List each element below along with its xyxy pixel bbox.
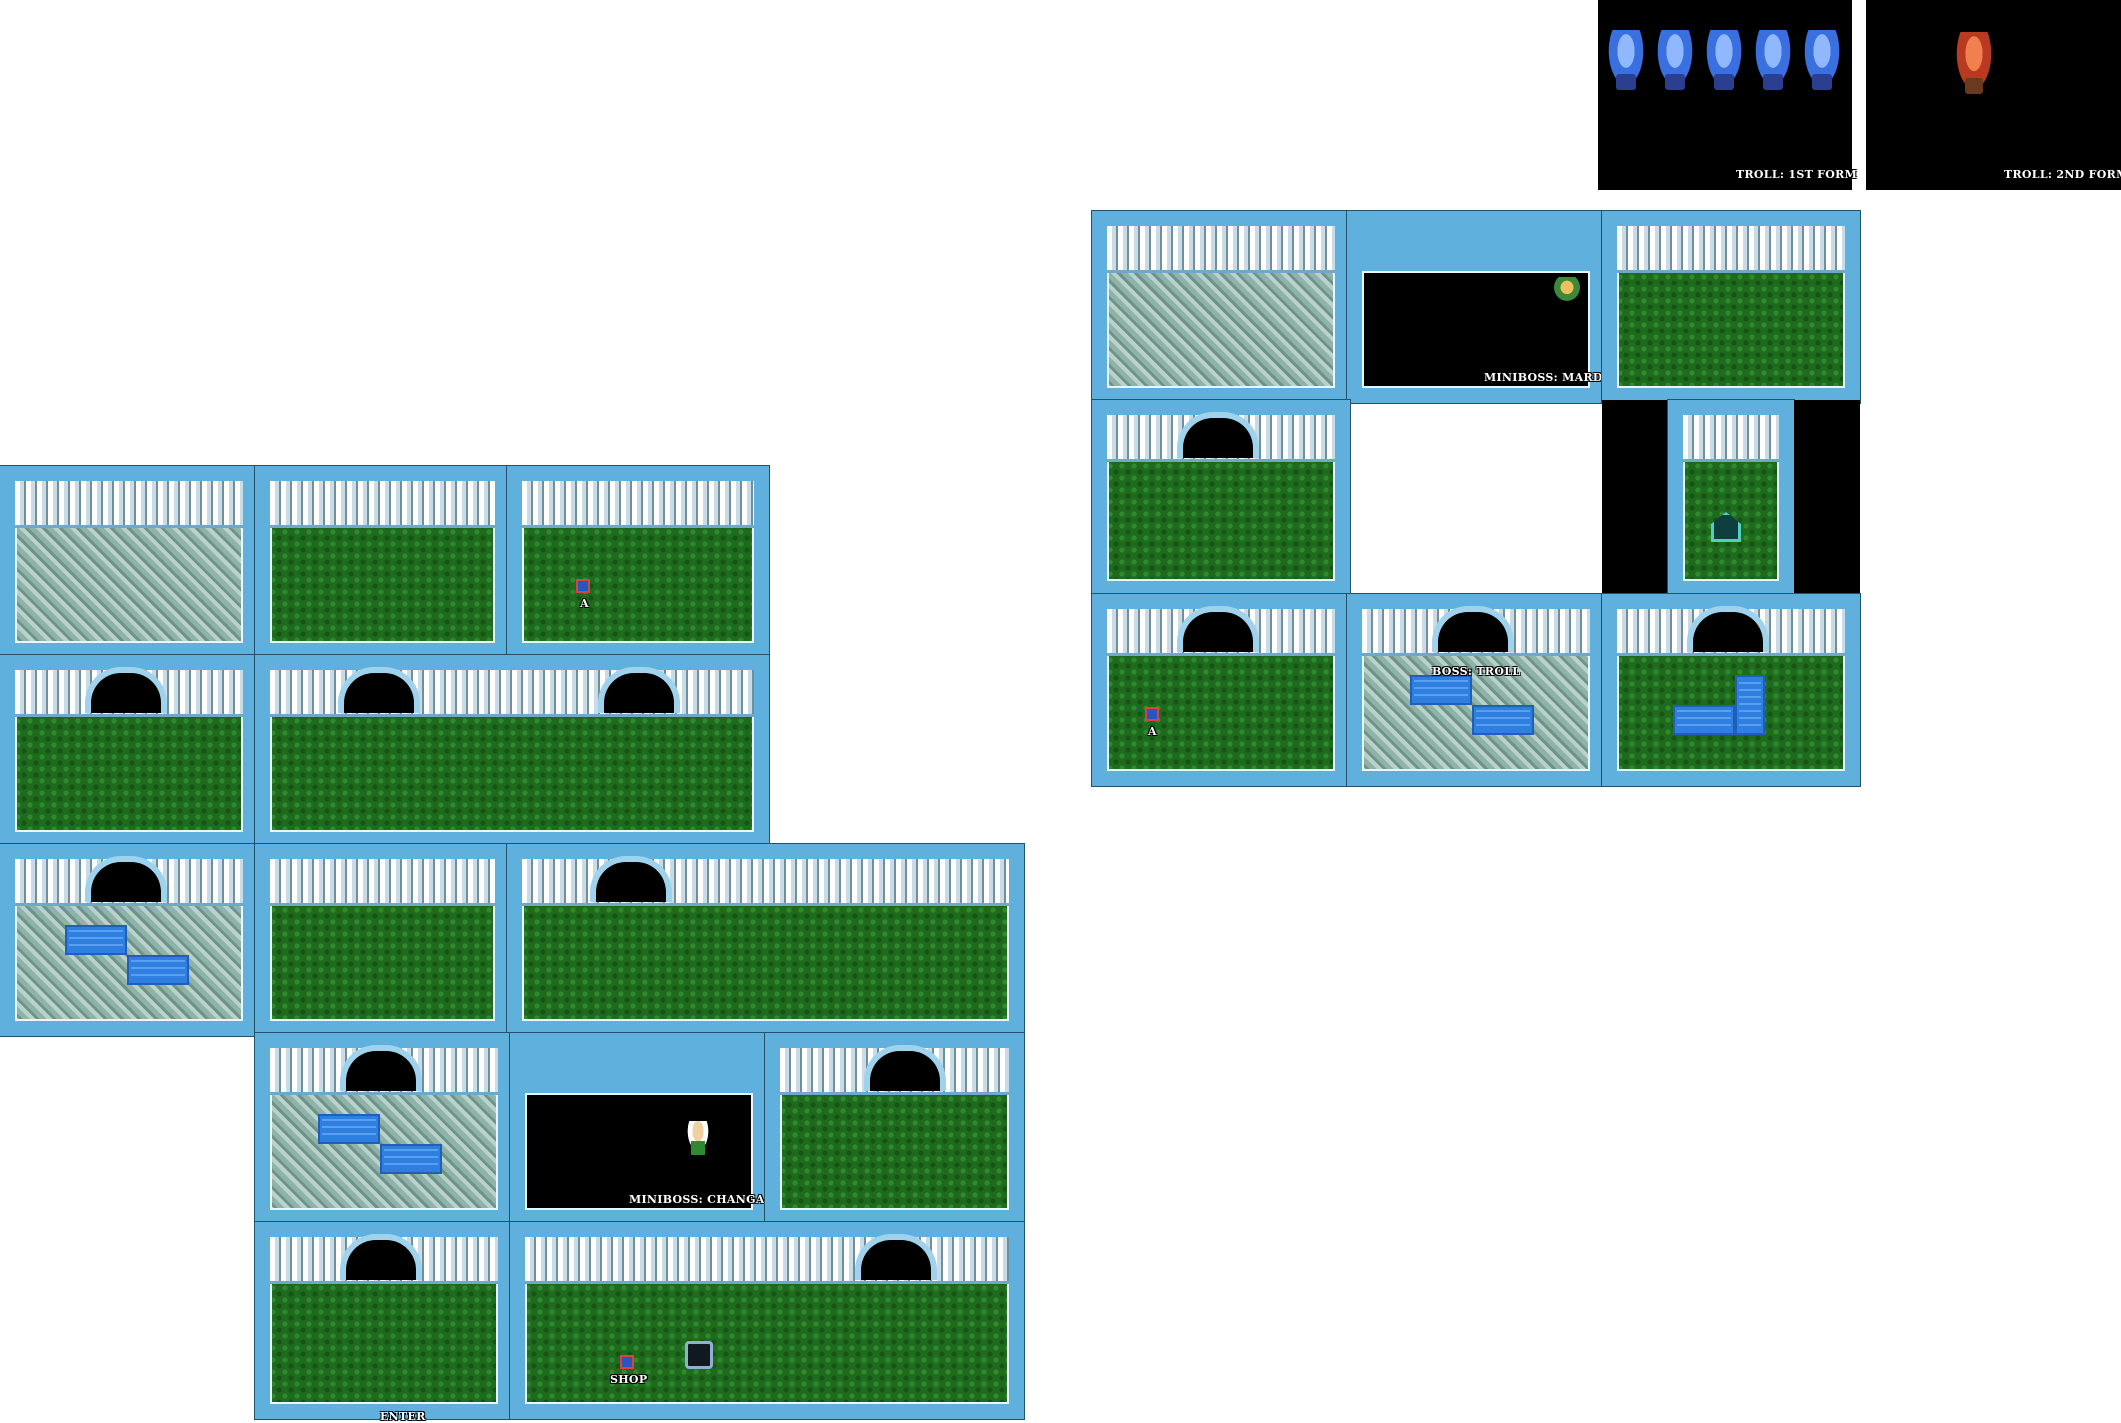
mardul-sprite [1552,277,1582,303]
troll-first-form-sprite [1753,30,1793,90]
dark-corridor-left [1602,400,1670,596]
room-entrance: ENTER [255,1222,513,1423]
doorway[interactable] [340,1234,422,1280]
water-pool [1735,675,1765,735]
water-pool [127,955,189,985]
item-box-icon[interactable] [576,579,590,593]
doorway[interactable] [855,1234,937,1280]
troll-first-form-sprite [1655,30,1695,90]
item-a-label: A [580,597,589,610]
doorway[interactable] [340,1045,422,1091]
troll-second-form-sprite [1954,32,1994,94]
water-pool [65,925,127,955]
room-boss-troll: BOSS: TROLL [1347,594,1605,786]
doorway[interactable] [864,1045,946,1091]
doorway[interactable] [85,856,167,902]
troll-second-form-panel: TROLL: 2ND FORM [1866,0,2121,190]
room-left-r1-c3: A [507,466,769,658]
doorway[interactable] [1177,412,1259,458]
room-right-r3-c3 [1602,594,1860,786]
troll-second-form-label: TROLL: 2ND FORM [2004,168,2121,181]
doorway[interactable] [590,856,672,902]
room-changarl: MINIBOSS: CHANGARL [510,1033,782,1225]
miniboss-changarl-label: MINIBOSS: CHANGARL [629,1193,783,1206]
doorway[interactable] [338,667,420,713]
doorway[interactable] [598,667,680,713]
room-right-r2-c1 [1092,400,1350,596]
room-right-r1-c3 [1602,211,1860,403]
room-stairs-corridor [1668,400,1794,596]
dark-corridor-right [1794,400,1860,596]
boss-troll-label: BOSS: TROLL [1432,665,1521,678]
water-pool [1410,675,1472,705]
troll-first-form-sprite [1802,30,1842,90]
troll-first-form-label: TROLL: 1ST FORM [1736,168,1858,181]
room-left-r4-c2 [255,1033,513,1225]
room-right-r3-c1: A [1092,594,1350,786]
room-left-r3-c1 [0,844,258,1036]
enter-label: ENTER [380,1410,426,1423]
room-left-r1-c1 [0,466,258,658]
water-pool [380,1144,442,1174]
room-left-r3-c2 [255,844,510,1036]
stairs-icon[interactable] [1711,512,1741,542]
room-left-r2-wide [255,655,769,847]
shop-label: SHOP [610,1373,648,1386]
doorway[interactable] [1177,606,1259,652]
room-right-r1-c1 [1092,211,1350,403]
troll-first-form-sprite [1704,30,1744,90]
doorway[interactable] [1432,606,1514,652]
hero-sprite [685,1121,711,1155]
room-shop: SHOP [510,1222,1024,1419]
doorway[interactable] [85,667,167,713]
troll-first-form-panel: TROLL: 1ST FORM [1598,0,1857,190]
item-box-icon[interactable] [620,1355,634,1369]
room-left-r3-wide [507,844,1024,1036]
shop-monster-icon[interactable] [685,1341,713,1369]
item-box-icon[interactable] [1145,707,1159,721]
room-mardul: MINIBOSS: MARDUL [1347,211,1620,403]
water-pool [1472,705,1534,735]
miniboss-mardul-label: MINIBOSS: MARDUL [1484,371,1621,384]
room-left-r1-c2 [255,466,510,658]
troll-first-form-sprite [1606,30,1646,90]
item-a-label: A [1148,725,1157,738]
room-left-r2-c1 [0,655,258,847]
room-left-r4-c4 [765,1033,1024,1225]
doorway[interactable] [1687,606,1769,652]
water-pool [1673,705,1735,735]
water-pool [318,1114,380,1144]
